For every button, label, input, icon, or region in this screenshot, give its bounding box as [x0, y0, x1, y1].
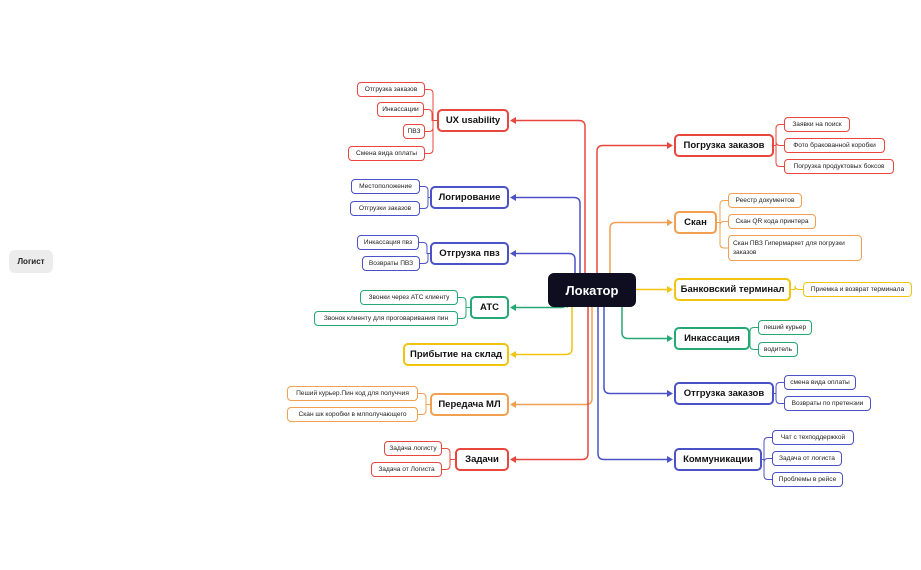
connector-leaf-left-6-1 [417, 393, 431, 405]
connector-leaf-right-4-2 [749, 338, 759, 350]
connector-root-left-6 [512, 306, 593, 406]
connector-leaf-right-1-1 [773, 124, 785, 146]
leaf-left-6-1[interactable]: Пеший курьер.Пин код для получчия [287, 386, 418, 401]
leaf-left-1-4[interactable]: Смена вида оплаты [348, 146, 425, 161]
connector-leaf-left-4-2 [457, 307, 471, 319]
leaf-right-2-1[interactable]: Реестр документов [728, 193, 802, 208]
connector-root-right-1 [596, 144, 671, 274]
leaf-left-3-2[interactable]: Возвраты ПВЗ [362, 256, 420, 271]
connector-leaf-left-7-1 [441, 448, 456, 460]
connector-root-left-5 [512, 306, 573, 356]
arrow-right-3 [667, 286, 673, 293]
connector-leaf-right-3-1 [790, 285, 804, 290]
arrow-right-6 [667, 456, 673, 463]
connector-leaf-left-1-3 [424, 120, 438, 132]
root-node[interactable]: Локатор [548, 273, 636, 307]
connector-root-left-3 [512, 252, 576, 274]
connector-leaf-right-6-3 [761, 459, 773, 480]
branch-right-6[interactable]: Коммуникации [674, 448, 762, 471]
branch-left-2[interactable]: Логирование [430, 186, 509, 209]
leaf-left-7-2[interactable]: Задача от Логиста [371, 462, 442, 477]
leaf-right-2-2[interactable]: Скан QR кода принтера [728, 214, 816, 229]
connector-root-right-6 [597, 306, 671, 461]
branch-left-6[interactable]: Передача МЛ [430, 393, 509, 416]
connector-root-right-4 [621, 306, 671, 340]
connector-leaf-left-3-2 [419, 253, 431, 264]
connector-leaf-right-1-2 [773, 141, 785, 146]
branch-right-3[interactable]: Банковский терминал [674, 278, 791, 301]
connector-leaf-right-4-1 [749, 327, 759, 339]
leaf-left-1-2[interactable]: Инкассации [377, 102, 424, 117]
arrow-left-7 [510, 456, 516, 463]
leaf-left-2-1[interactable]: Местоположение [351, 179, 420, 194]
branch-right-1[interactable]: Погрузка заказов [674, 134, 774, 157]
connector-leaf-left-6-2 [417, 404, 431, 415]
leaf-left-1-3[interactable]: ПВЗ [403, 124, 425, 139]
branch-left-7[interactable]: Задачи [455, 448, 509, 471]
connector-leaf-left-2-2 [419, 197, 431, 209]
leaf-left-2-2[interactable]: Отгрузки заказов [350, 201, 420, 216]
connector-leaf-right-2-1 [716, 200, 729, 223]
connector-leaf-left-1-4 [424, 120, 438, 154]
leaf-right-4-1[interactable]: пеший курьер [758, 320, 812, 335]
leaf-right-2-3[interactable]: Скан ПВЗ Гипермаркет для погрузки заказо… [728, 235, 862, 261]
leaf-left-1-1[interactable]: Отгрузка заказов [357, 82, 425, 97]
connector-leaf-left-7-2 [441, 459, 456, 470]
branch-right-5[interactable]: Отгрузка заказов [674, 382, 774, 405]
arrow-left-2 [510, 194, 516, 201]
arrow-right-2 [667, 219, 673, 226]
branch-left-5[interactable]: Прибытие на склад [403, 343, 509, 366]
leaf-right-3-1[interactable]: Приемка и возврат терминала [803, 282, 912, 297]
arrow-right-5 [667, 390, 673, 397]
connector-leaf-left-1-2 [423, 109, 438, 121]
arrow-left-4 [510, 304, 516, 311]
branch-right-4[interactable]: Инкассация [674, 327, 750, 350]
connector-root-right-5 [603, 306, 671, 395]
leaf-right-1-1[interactable]: Заявки на поиск [784, 117, 850, 132]
leaf-left-6-2[interactable]: Скан шк коробки в млполучающего [287, 407, 418, 422]
connector-leaf-left-1-1 [424, 89, 438, 121]
arrow-left-1 [510, 117, 516, 124]
arrow-right-1 [667, 142, 673, 149]
connector-leaf-left-2-1 [419, 186, 431, 198]
leaf-right-5-1[interactable]: смена вида оплаты [784, 375, 856, 390]
connector-leaf-right-5-2 [773, 393, 785, 404]
connector-root-left-1 [512, 119, 586, 274]
leaf-left-4-1[interactable]: Звонки через АТС клиенту [360, 290, 458, 305]
leaf-left-4-2[interactable]: Звонок клиенту для проговаривания пин [314, 311, 458, 326]
branch-left-3[interactable]: Отгрузка пвз [430, 242, 509, 265]
arrow-left-6 [510, 401, 516, 408]
branch-left-1[interactable]: UX usability [437, 109, 509, 132]
branch-right-2[interactable]: Скан [674, 211, 717, 234]
leaf-right-6-3[interactable]: Проблемы в рейсе [772, 472, 843, 487]
connector-leaf-right-5-1 [773, 382, 785, 394]
arrow-left-5 [510, 351, 516, 358]
connector-leaf-left-3-1 [418, 242, 431, 254]
branch-left-4[interactable]: АТС [470, 296, 509, 319]
arrow-right-4 [667, 335, 673, 342]
leaf-left-3-1[interactable]: Инкассация пвз [357, 235, 419, 250]
connector-root-left-2 [512, 196, 581, 274]
leaf-right-5-2[interactable]: Возвраты по претензии [784, 396, 871, 411]
connector-leaf-right-2-3 [716, 222, 729, 249]
connector-root-left-7 [512, 306, 589, 461]
connector-leaf-left-4-1 [457, 297, 471, 308]
connector-leaf-right-6-1 [761, 437, 773, 460]
leaf-right-6-2[interactable]: Задача от логиста [772, 451, 842, 466]
leaf-right-1-2[interactable]: Фото бракованной коробки [784, 138, 885, 153]
connector-leaf-right-1-3 [773, 145, 785, 167]
arrow-left-3 [510, 250, 516, 257]
side-node-logist[interactable]: Логист [9, 250, 53, 273]
leaf-right-6-1[interactable]: Чат с техподдержкой [772, 430, 854, 445]
connector-root-right-2 [609, 221, 671, 274]
leaf-right-1-3[interactable]: Погрузка продуктовых боксов [784, 159, 894, 174]
leaf-right-4-2[interactable]: водитель [758, 342, 798, 357]
leaf-left-7-1[interactable]: Задача логисту [384, 441, 442, 456]
